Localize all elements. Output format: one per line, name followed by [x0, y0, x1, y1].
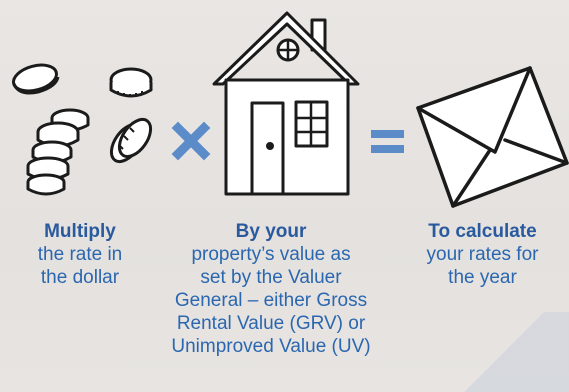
- step-multiply-heading: Multiply: [44, 221, 116, 242]
- step-property-value-heading: By your: [235, 221, 307, 242]
- step-property-value-text: property’s value as set by the Valuer Ge…: [171, 244, 371, 357]
- coins-icon: [12, 63, 153, 196]
- step-property-value: By your property’s value as set by the V…: [167, 220, 375, 358]
- step-calculate-heading: To calculate: [428, 221, 537, 242]
- illustration: [12, 11, 569, 208]
- house-icon: [212, 11, 360, 196]
- step-multiply: Multiply the rate in the dollar: [10, 220, 150, 289]
- multiply-icon: [171, 121, 211, 161]
- step-calculate-text: your rates for the year: [426, 244, 539, 288]
- step-multiply-text: the rate in the dollar: [37, 244, 123, 288]
- step-calculate: To calculate your rates for the year: [400, 220, 565, 289]
- equals-icon: [371, 130, 404, 153]
- envelope-icon: [416, 66, 569, 208]
- background-corner-shape: [439, 312, 569, 392]
